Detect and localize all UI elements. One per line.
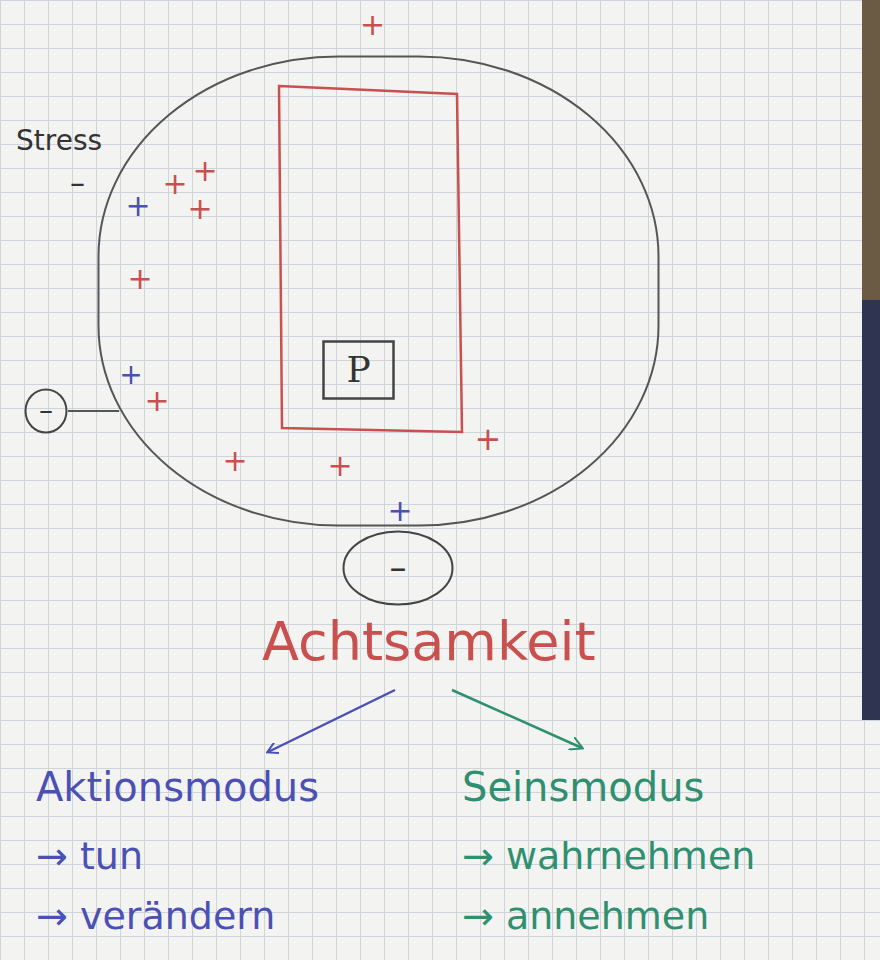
- plus-sign: +: [187, 192, 212, 225]
- plus-sign: +: [119, 360, 142, 391]
- heading-label: Achtsamkeit: [262, 612, 596, 671]
- minus-circle: –: [342, 530, 454, 606]
- connector-line: [68, 410, 119, 412]
- plus-sign: +: [475, 422, 502, 457]
- outline-path: [26, 390, 67, 433]
- plus-sign: +: [144, 384, 169, 417]
- plus-sign: +: [222, 444, 247, 477]
- shape-outline: [97, 55, 660, 527]
- p-box: P: [322, 340, 395, 400]
- plus-sign: +: [360, 8, 385, 41]
- minus-sign: –: [39, 396, 53, 427]
- arrow-left: [268, 690, 395, 752]
- outline-path: [99, 57, 659, 526]
- plus-sign: +: [387, 494, 412, 527]
- mode-item: → tun: [36, 836, 143, 878]
- minus-sign: –: [70, 166, 85, 199]
- arrow-right: [452, 690, 582, 748]
- minus-sign: –: [390, 549, 407, 586]
- minus-circle: –: [24, 388, 68, 434]
- box-letter: P: [346, 350, 370, 390]
- mode-label: Seinsmodus: [462, 765, 704, 809]
- plus-sign: +: [127, 262, 152, 295]
- mode-label: Aktionsmodus: [36, 765, 319, 809]
- board-edge: [862, 300, 880, 720]
- mode-item: → wahrnehmen: [462, 836, 755, 878]
- plus-sign: +: [192, 154, 217, 187]
- plus-sign: +: [327, 449, 352, 482]
- plus-sign: +: [162, 167, 187, 200]
- board-edge: [862, 0, 880, 300]
- region-outline: +++++++++++P: [97, 55, 660, 527]
- mode-item: → verändern: [36, 896, 275, 938]
- stress-label: Stress: [16, 126, 102, 157]
- outline-path: [344, 532, 453, 605]
- mode-item: → annehmen: [462, 896, 709, 938]
- plus-sign: +: [125, 189, 150, 222]
- red-rectangle: [279, 86, 462, 432]
- outline-path: [324, 342, 394, 399]
